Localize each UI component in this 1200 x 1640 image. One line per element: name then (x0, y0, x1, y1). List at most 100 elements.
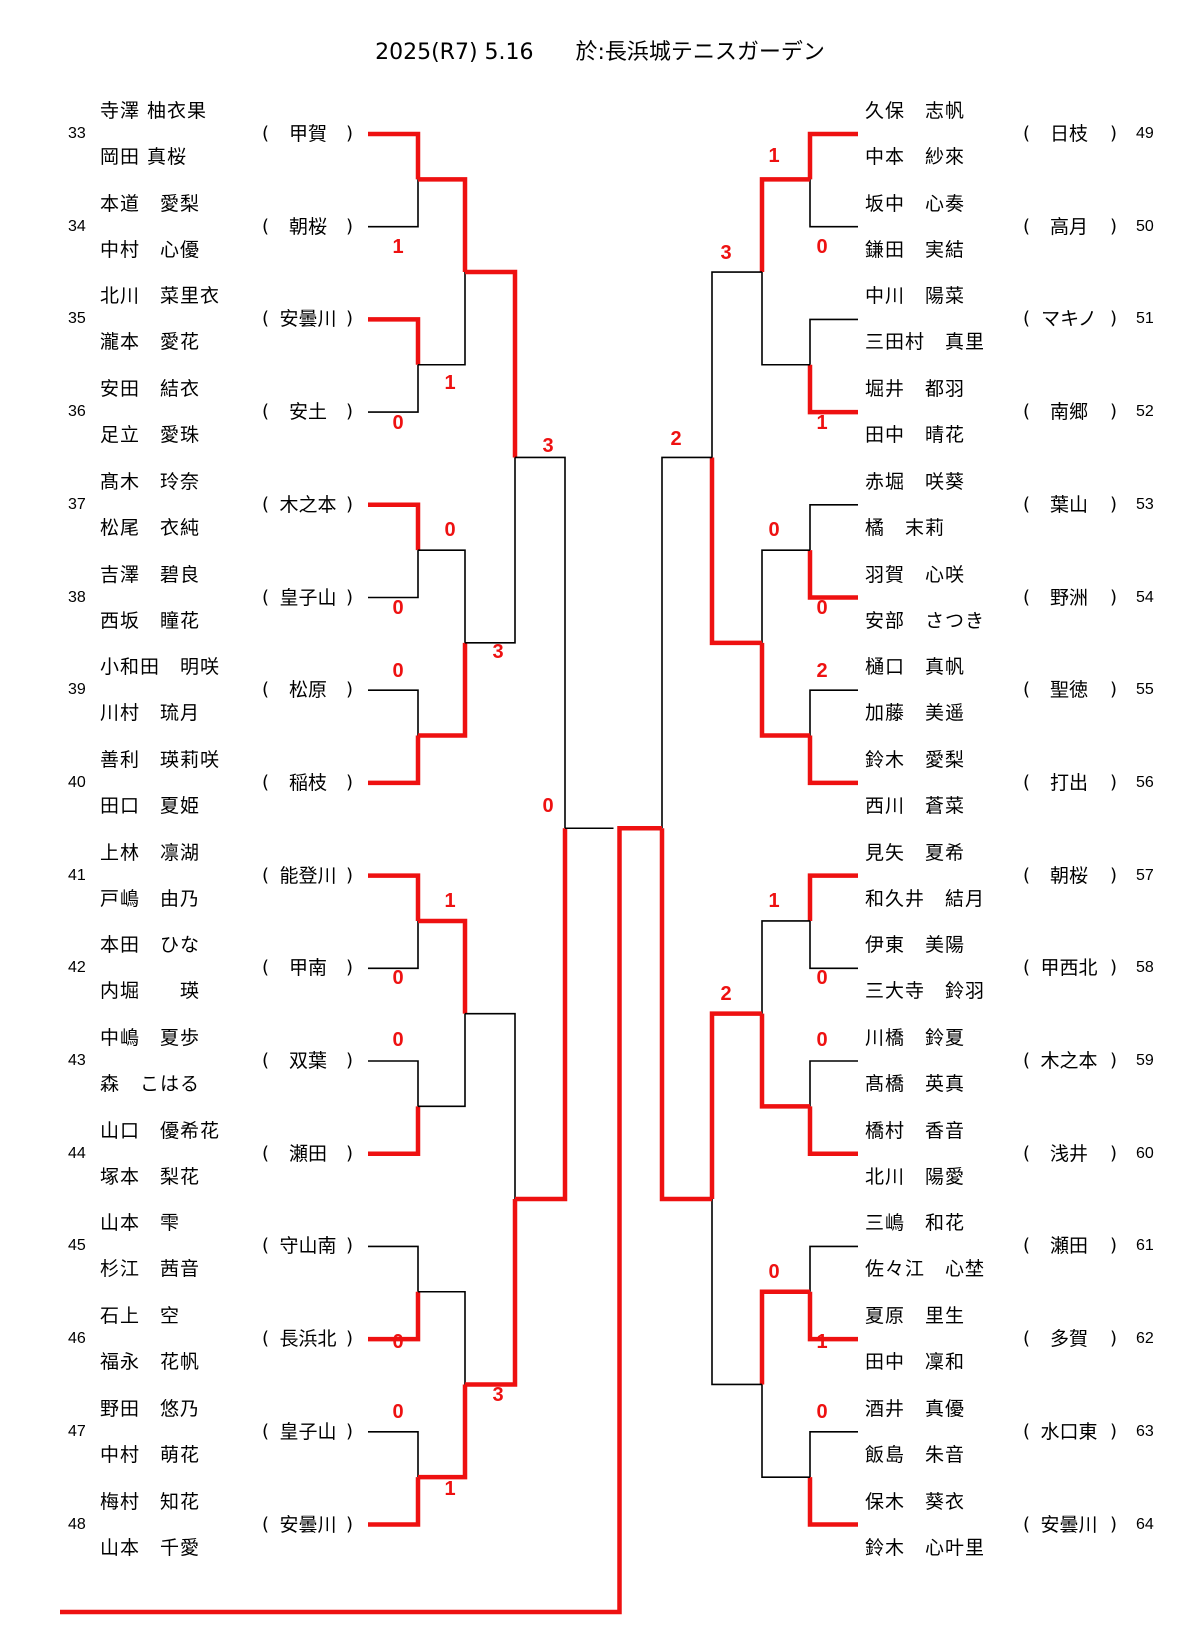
left-r1-bottom (368, 550, 419, 599)
paren-close: ) (346, 493, 354, 515)
player-name: 髙木 玲奈 (100, 470, 201, 493)
paren-close: ) (1110, 401, 1118, 423)
paren-close: ) (1110, 1235, 1118, 1257)
seed-number: 43 (68, 1052, 86, 1069)
match-score: 0 (816, 597, 828, 619)
paren-open: ( (262, 771, 270, 793)
match-score: 1 (392, 236, 404, 258)
right-r2-bottom (761, 1384, 810, 1478)
seed-number: 38 (68, 588, 86, 606)
paren-close: ) (346, 123, 354, 144)
player-name: 髙橋 英真 (865, 1073, 966, 1095)
team-name: 長浜北 (279, 1328, 337, 1351)
seed-number: 36 (68, 403, 86, 421)
seed-number: 59 (1136, 1052, 1154, 1069)
paren-open: ( (1023, 679, 1031, 701)
left-r2-bottom (418, 272, 466, 366)
left-r1-top (368, 317, 421, 365)
seed-number: 58 (1136, 959, 1154, 977)
seed-number: 57 (1136, 866, 1154, 884)
paren-open: ( (262, 1235, 270, 1257)
paren-open: ( (262, 123, 270, 144)
paren-close: ) (346, 1420, 354, 1442)
player-name: 和久井 結月 (865, 887, 986, 910)
match-score: 0 (392, 1029, 404, 1051)
paren-open: ( (1023, 1328, 1031, 1350)
left-r1-bottom (368, 1106, 421, 1156)
player-name: 安部 さつき (865, 609, 986, 632)
team-name: 皇子山 (279, 586, 337, 609)
match-score: 0 (392, 967, 404, 989)
left-r1-bottom (368, 735, 421, 786)
team-name: 双葉 (288, 1050, 327, 1072)
right-r1-bottom (807, 550, 858, 600)
paren-close: ) (1110, 1050, 1118, 1071)
right-r1-top (809, 1431, 858, 1478)
match-score: 0 (392, 660, 404, 682)
player-name: 善利 瑛莉咲 (100, 748, 221, 771)
seed-number: 49 (1136, 125, 1154, 142)
paren-open: ( (262, 1142, 270, 1164)
player-name: 赤堀 咲葵 (865, 470, 966, 493)
team-name: 日枝 (1049, 123, 1088, 145)
left-r3-bottom (465, 1199, 518, 1387)
team-name: 高月 (1049, 215, 1088, 238)
player-name: 山口 優希花 (100, 1119, 221, 1142)
paren-open: ( (1023, 1235, 1031, 1257)
left-r1-top (368, 1245, 419, 1292)
paren-close: ) (1110, 771, 1118, 793)
paren-close: ) (346, 679, 354, 701)
player-name: 三大寺 鈴羽 (865, 980, 986, 1003)
player-name: 内堀 瑛 (100, 980, 201, 1003)
paren-close: ) (1110, 215, 1118, 237)
left-r1-top (368, 689, 419, 736)
player-name: 岡田 真桜 (100, 146, 188, 168)
player-name: 三田村 真里 (865, 331, 986, 354)
seed-number: 35 (68, 310, 86, 328)
paren-close: ) (1110, 1142, 1118, 1164)
player-name: 山本 千愛 (100, 1536, 201, 1559)
paren-open: ( (1023, 1050, 1031, 1071)
left-r2-bottom (418, 1013, 466, 1108)
player-name: 小和田 明咲 (100, 656, 221, 679)
event-date: 2025(R7) 5.16 (375, 40, 534, 65)
paren-close: ) (1110, 1328, 1118, 1350)
team-name: 安曇川 (1040, 1513, 1098, 1536)
team-name: 打出 (1049, 771, 1088, 794)
match-score: 0 (816, 1401, 828, 1423)
paren-close: ) (1110, 1420, 1118, 1442)
match-score: 2 (670, 428, 682, 450)
seed-number: 46 (68, 1330, 86, 1348)
player-name: 川村 琉月 (100, 702, 201, 725)
player-name: 福永 花帆 (100, 1351, 201, 1374)
player-name: 見矢 夏希 (865, 841, 966, 864)
player-name: 中嶋 夏歩 (100, 1027, 201, 1049)
left-r2-top (418, 918, 468, 1014)
player-name: 吉澤 碧良 (100, 563, 201, 586)
paren-close: ) (1110, 123, 1118, 144)
right-r2-top (761, 920, 810, 1014)
team-name: 能登川 (279, 864, 337, 887)
match-score: 1 (444, 372, 456, 394)
paren-close: ) (346, 308, 354, 330)
left-r1-top (368, 1431, 419, 1478)
player-name: 山本 雫 (100, 1212, 181, 1235)
left-r3-top (465, 1012, 516, 1200)
paren-close: ) (346, 401, 354, 423)
match-score: 0 (816, 967, 828, 989)
player-name: 鈴木 心叶里 (865, 1536, 986, 1559)
match-score: 0 (768, 519, 780, 541)
player-name: 伊東 美陽 (865, 934, 966, 957)
right-r1-top (809, 689, 858, 736)
right-r1-bottom (807, 735, 858, 786)
paren-open: ( (262, 1513, 270, 1535)
team-name: 葉山 (1049, 493, 1088, 516)
player-name: 酒井 真優 (865, 1397, 966, 1420)
match-score: 1 (816, 412, 828, 434)
champion-line (60, 826, 662, 1615)
player-name: 鈴木 愛梨 (865, 748, 966, 771)
paren-open: ( (262, 679, 270, 701)
paren-close: ) (1110, 308, 1118, 330)
player-name: 森 こはる (100, 1073, 201, 1095)
